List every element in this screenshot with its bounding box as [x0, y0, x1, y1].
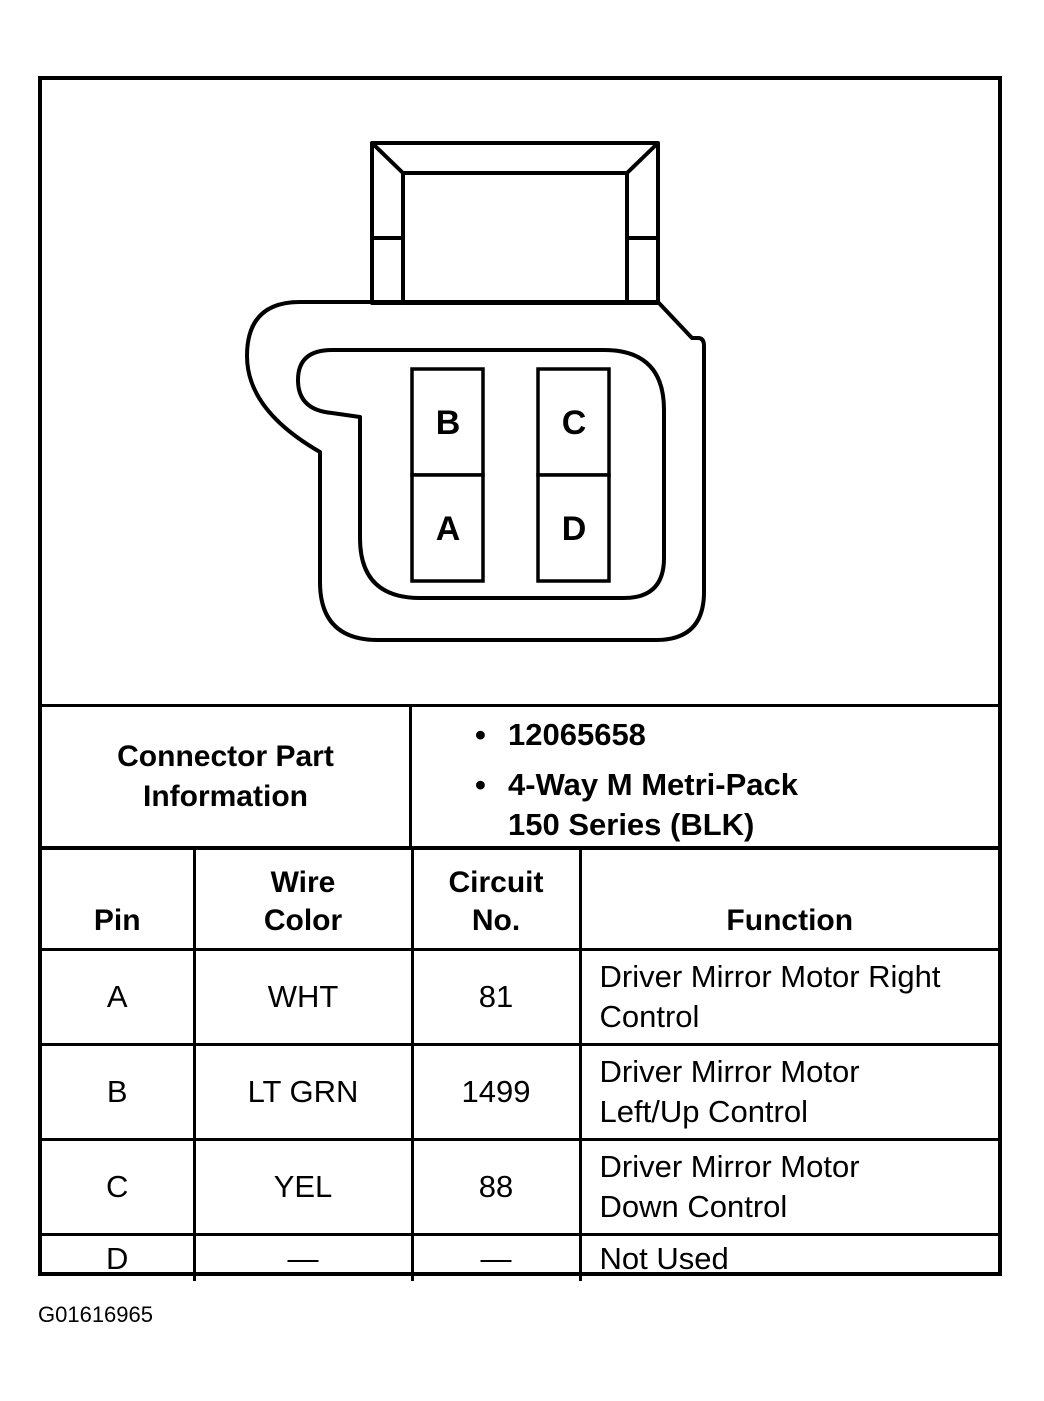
bullet-icon: • [475, 767, 486, 802]
connector-description-line2: 150 Series (BLK) [508, 807, 755, 842]
cavity-label-a: A [436, 510, 461, 548]
connector-description-line1: 4-Way M Metri-Pack [508, 767, 798, 802]
wire-color-cell: YEL [192, 1138, 414, 1236]
pinout-table: Pin Wire Color Circuit No. Function A WH… [42, 850, 998, 1281]
pin-cell: A [42, 948, 196, 1046]
table-row: C YEL 88 Driver Mirror Motor Down Contro… [42, 1138, 998, 1236]
pin-cell: D [42, 1233, 196, 1281]
connector-part-information: Connector Part Information • 12065658 • … [42, 704, 998, 850]
header-wire-color: Wire Color [192, 850, 414, 951]
wire-color-cell: — [192, 1233, 414, 1281]
circuit-cell: 88 [410, 1138, 582, 1236]
circuit-cell: 81 [410, 948, 582, 1046]
connector-figure-frame: B C A D Connector Part Information • 120… [38, 76, 1002, 1281]
part-number: 12065658 [508, 717, 646, 752]
cavity-c [536, 367, 611, 477]
header-pin: Pin [42, 850, 196, 951]
figure-id: G01616965 [38, 1302, 153, 1327]
circuit-cell: 1499 [410, 1043, 582, 1141]
connector-cavity-outline [296, 348, 666, 600]
cavity-a [410, 473, 485, 583]
table-row: D — — Not Used [42, 1233, 998, 1281]
connector-description-item: • 4-Way M Metri-Pack 150 Series (BLK) [412, 765, 998, 845]
pinout-header-row: Pin Wire Color Circuit No. Function [42, 850, 998, 951]
pin-cell: C [42, 1138, 196, 1236]
pin-cell: B [42, 1043, 196, 1141]
wire-color-cell: LT GRN [192, 1043, 414, 1141]
locking-tab [370, 141, 660, 305]
table-row: A WHT 81 Driver Mirror Motor Right Contr… [42, 948, 998, 1046]
header-function: Function [578, 850, 998, 951]
function-cell: Driver Mirror Motor Down Control [578, 1138, 998, 1236]
table-row: B LT GRN 1499 Driver Mirror Motor Left/U… [42, 1043, 998, 1141]
part-info-details: • 12065658 • 4-Way M Metri-Pack 150 Seri… [412, 707, 998, 846]
wire-color-cell: WHT [192, 948, 414, 1046]
connector-housing-outline [245, 300, 706, 642]
cavity-d [536, 473, 611, 583]
part-number-item: • 12065658 [412, 715, 998, 755]
part-info-label: Connector Part Information [42, 707, 412, 846]
bullet-icon: • [475, 717, 486, 752]
function-cell: Driver Mirror Motor Left/Up Control [578, 1043, 998, 1141]
function-cell: Not Used [578, 1233, 998, 1281]
cavity-label-d: D [562, 510, 587, 548]
cavity-b [410, 367, 485, 477]
circuit-cell: — [410, 1233, 582, 1281]
connector-face-diagram: B C A D [42, 80, 998, 704]
header-circuit-no: Circuit No. [410, 850, 582, 951]
cavity-label-c: C [562, 404, 587, 442]
function-cell: Driver Mirror Motor Right Control [578, 948, 998, 1046]
cavity-label-b: B [436, 404, 461, 442]
